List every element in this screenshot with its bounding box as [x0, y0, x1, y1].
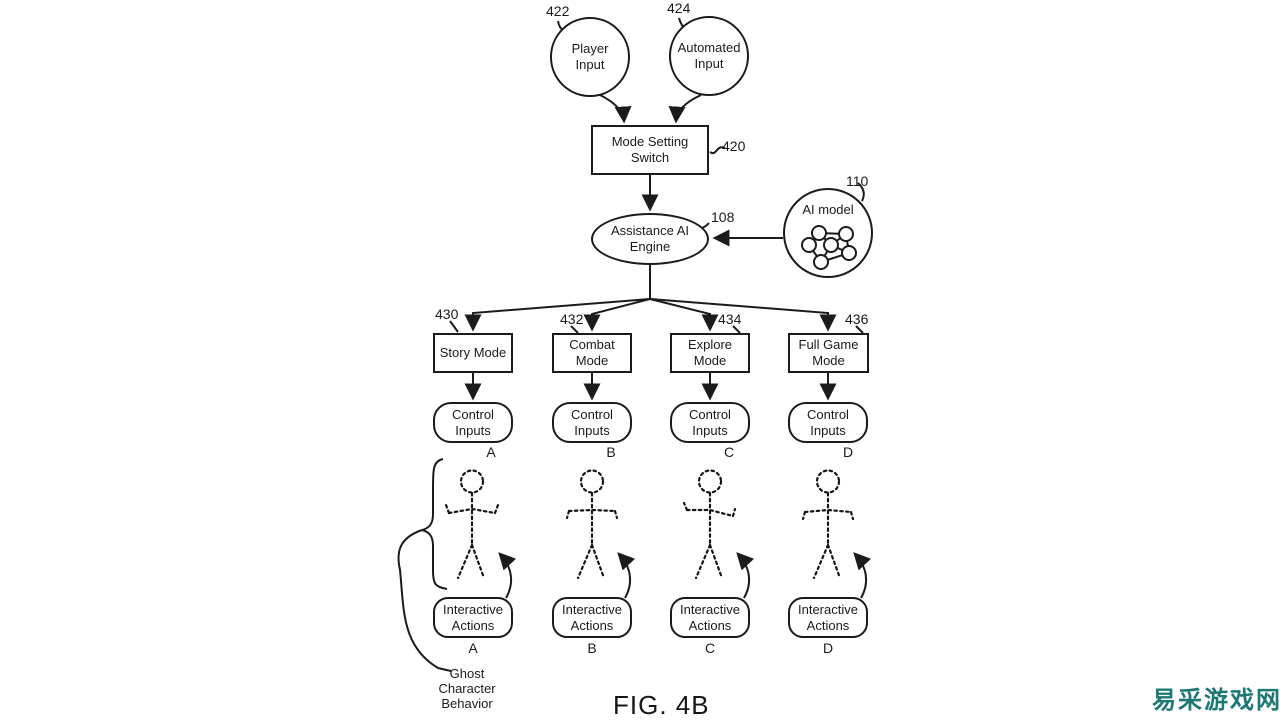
ref-label-436: 436	[845, 311, 869, 327]
ghost-behavior-line1: Ghost	[449, 666, 485, 681]
mode-setting-switch-node: Mode Setting Switch	[591, 125, 709, 175]
mode-label: Story Mode	[439, 345, 507, 361]
ghost-character-icon-a	[432, 468, 512, 583]
actions-letter-b: B	[587, 640, 597, 656]
ref-label-420: 420	[722, 138, 746, 154]
control-inputs-label: Control Inputs	[689, 406, 731, 438]
interactive-actions-node-c: Interactive Actions	[670, 597, 750, 638]
ghost-character-icon-d	[788, 468, 868, 583]
control-inputs-label: Control Inputs	[571, 406, 613, 438]
ghost-behavior-line3: Behavior	[441, 696, 493, 711]
interactive-actions-label: Interactive Actions	[798, 601, 858, 633]
mode-label: Full Game Mode	[798, 337, 859, 368]
control-inputs-label: Control Inputs	[452, 406, 494, 438]
control-letter-b: B	[606, 444, 616, 460]
actions-letter-c: C	[704, 640, 716, 656]
ai-model-label: AI model	[802, 202, 854, 217]
mode-label: Explore Mode	[687, 337, 733, 368]
mode-node-story: Story Mode	[433, 333, 513, 373]
control-letter-a: A	[486, 444, 496, 460]
control-letter-d: D	[842, 444, 854, 460]
control-inputs-label: Control Inputs	[807, 406, 849, 438]
actions-letter-a: A	[468, 640, 478, 656]
ref-label-422: 422	[546, 3, 570, 19]
mode-node-combat: Combat Mode	[552, 333, 632, 373]
watermark: 易采游戏网	[1152, 687, 1280, 714]
ghost-behavior-line2: Character	[438, 681, 496, 696]
assistance-ai-engine-node: Assistance AI Engine	[591, 213, 709, 265]
neural-network-icon	[801, 225, 857, 270]
interactive-actions-node-b: Interactive Actions	[552, 597, 632, 638]
interactive-actions-node-d: Interactive Actions	[788, 597, 868, 638]
automated-input-node: Automated Input	[669, 16, 749, 96]
control-inputs-node-d: Control Inputs	[788, 402, 868, 443]
ghost-character-icon-b	[552, 468, 632, 583]
ai-model-node: AI model	[783, 188, 873, 278]
mode-label: Combat Mode	[569, 337, 615, 368]
interactive-actions-label: Interactive Actions	[562, 601, 622, 633]
mode-node-explore: Explore Mode	[670, 333, 750, 373]
interactive-actions-label: Interactive Actions	[443, 601, 503, 633]
ref-label-432: 432	[560, 311, 584, 327]
control-inputs-node-b: Control Inputs	[552, 402, 632, 443]
figure-caption: FIG. 4B	[613, 690, 710, 720]
ref-label-434: 434	[718, 311, 742, 327]
ghost-behavior-label: Ghost Character Behavior	[421, 666, 513, 711]
actions-letter-d: D	[822, 640, 834, 656]
ref-label-110: 110	[846, 173, 869, 189]
ref-label-430: 430	[435, 306, 459, 322]
ref-label-108: 108	[711, 209, 735, 225]
control-inputs-node-a: Control Inputs	[433, 402, 513, 443]
interactive-actions-node-a: Interactive Actions	[433, 597, 513, 638]
control-inputs-node-c: Control Inputs	[670, 402, 750, 443]
automated-input-label: Automated Input	[677, 40, 741, 71]
mode-setting-switch-label: Mode Setting Switch	[611, 134, 689, 165]
ghost-character-icon-c	[670, 468, 750, 583]
player-input-node: Player Input	[550, 17, 630, 97]
mode-node-full-game: Full Game Mode	[788, 333, 869, 373]
interactive-actions-label: Interactive Actions	[680, 601, 740, 633]
player-input-label: Player Input	[571, 41, 609, 72]
control-letter-c: C	[723, 444, 735, 460]
assistance-ai-engine-label: Assistance AI Engine	[610, 223, 690, 254]
ref-label-424: 424	[667, 0, 691, 16]
